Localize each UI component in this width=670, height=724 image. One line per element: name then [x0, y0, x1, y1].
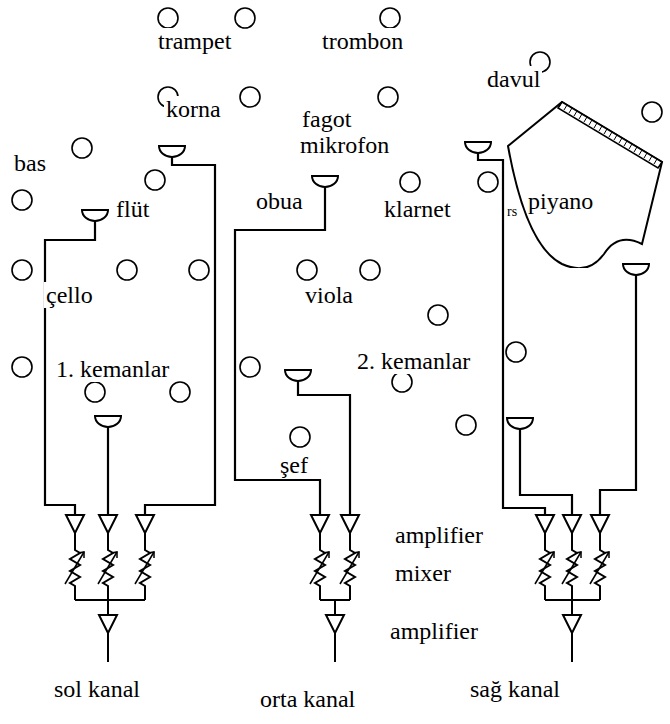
piano-lid-hatch [649, 156, 652, 161]
piano-lid-hatch [659, 162, 662, 167]
bus-out [334, 600, 336, 615]
piano-body [508, 102, 662, 268]
amplifier-label: amplifier [393, 522, 485, 548]
resistor-arrow [590, 552, 609, 584]
piano-lid-hatch [599, 126, 602, 131]
piano-lid-hatch [579, 114, 582, 119]
instrument-label: trombon [320, 28, 405, 54]
amplifier-symbol [563, 615, 581, 633]
mixer-label: mixer [393, 560, 453, 586]
section-label: 1. kemanlar [54, 356, 171, 382]
amplifier-symbol [563, 515, 581, 533]
piano-lid-hatch [624, 141, 627, 146]
resistor-arrow [98, 552, 117, 584]
instrument-label: çello [44, 282, 95, 308]
instrument-label: viola [303, 282, 355, 308]
piano-lid-hatch [589, 120, 592, 125]
piano-lid-hatch [619, 138, 622, 143]
resistor-arrow [310, 552, 329, 584]
instrument-label: davul [485, 66, 542, 92]
resistor-arrowhead [353, 552, 359, 558]
instrument-label: korna [164, 96, 223, 122]
piano-lid-hatch [644, 153, 647, 158]
piano-lid-hatch [614, 135, 617, 140]
channel-out [334, 633, 336, 662]
microphone-label: mikrofon [298, 132, 391, 158]
resistor-arrowhead [323, 552, 329, 558]
musician-seats [12, 8, 662, 447]
bus-out [571, 600, 573, 615]
resistor-arrowhead [148, 552, 154, 558]
channel-out [107, 633, 109, 662]
amplifier-symbol [326, 615, 344, 633]
resistor-arrow [535, 552, 554, 584]
instrument-label: obua [254, 188, 305, 214]
amplifier-symbol [591, 515, 609, 533]
resistor-arrowhead [603, 552, 609, 558]
piano-lid-hatch [569, 108, 572, 113]
resistor-arrowhead [78, 552, 84, 558]
piano-lid-hatch [574, 111, 577, 116]
piano-lid-hatch [584, 117, 587, 122]
piano-lid-hatch [629, 144, 632, 149]
piano-lid-edge [558, 102, 662, 168]
piano-lid-hatch [639, 150, 642, 155]
microphone-cables [45, 153, 636, 515]
instrument-label: piyano [528, 188, 593, 214]
resistor-arrow [135, 552, 154, 584]
amplifier-label: amplifier [388, 618, 480, 644]
amplifier-symbol [99, 515, 117, 533]
piano-lid-hatch [604, 129, 607, 134]
amplifier-symbol [311, 515, 329, 533]
amplifier-symbol [341, 515, 359, 533]
resistor-arrowhead [111, 552, 117, 558]
bus-out [107, 600, 109, 615]
resistor-arrowhead [548, 552, 554, 558]
piano-lid-hatch [634, 147, 637, 152]
conductor-label: şef [278, 452, 310, 478]
amplifier-mixer-chain [65, 515, 609, 662]
resistor-arrow [562, 552, 581, 584]
piano-lid-hatch [594, 123, 597, 128]
channel-label: sol kanal [52, 676, 142, 702]
resistor-arrow [65, 552, 84, 584]
piano-shape: piyano [500, 96, 664, 268]
section-label: 2. kemanlar [355, 348, 472, 374]
mixer-bus [75, 599, 145, 601]
channel-label: sağ kanal [468, 676, 562, 702]
piano-lid-hatch [609, 132, 612, 137]
amplifier-symbol [99, 615, 117, 633]
amplifier-symbol [136, 515, 154, 533]
instrument-label: trampet [156, 28, 233, 54]
piano-outline [500, 96, 664, 268]
resistor-arrow [340, 552, 359, 584]
instrument-label: fagot [300, 106, 353, 132]
piano-lid-hatch [564, 105, 567, 110]
resistor-arrowhead [575, 552, 581, 558]
amplifier-symbol [66, 515, 84, 533]
instrument-label: bas [12, 150, 48, 176]
piano-lid-hatch [654, 159, 657, 164]
instrument-label: klarnet [382, 196, 453, 222]
fragment-label: rs [507, 204, 517, 220]
instrument-label: flüt [114, 196, 151, 222]
piano-lid-hatch [559, 102, 562, 107]
channel-out [571, 633, 573, 662]
channel-label: orta kanal [258, 686, 357, 712]
amplifier-symbol [536, 515, 554, 533]
